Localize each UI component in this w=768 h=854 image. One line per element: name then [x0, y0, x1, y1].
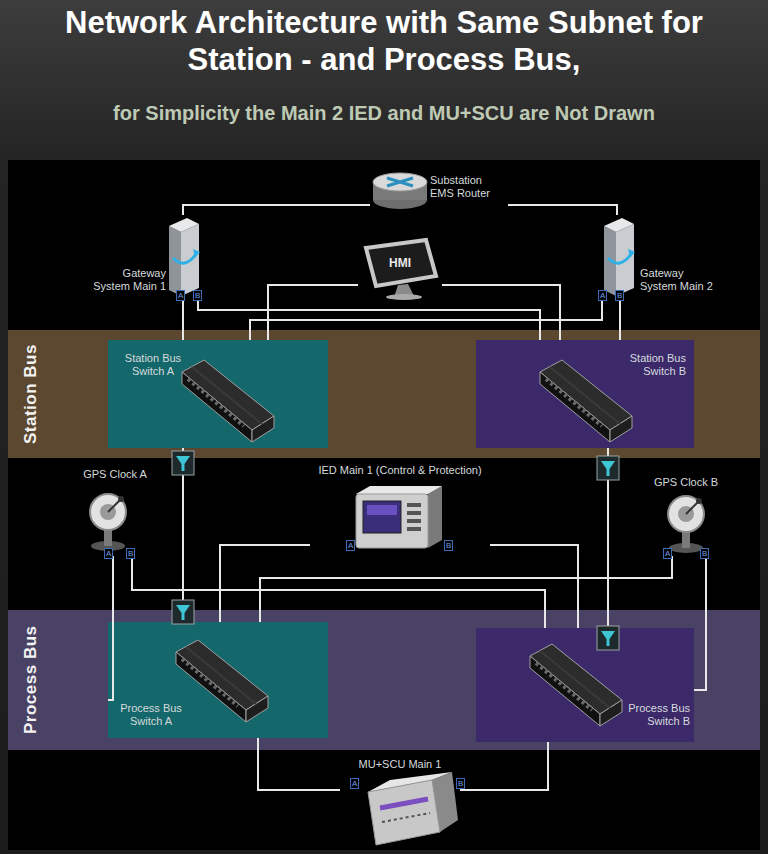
port-label: B — [615, 290, 624, 301]
icon-part — [367, 505, 397, 515]
icon-part — [387, 178, 413, 186]
port-label: B — [444, 540, 453, 551]
node-label: Substation EMS Router — [430, 174, 504, 200]
icon-part — [373, 191, 427, 209]
port-label: A — [663, 548, 672, 559]
router-node: Substation EMS Router — [370, 168, 508, 222]
bus-label: Process Bus — [14, 610, 48, 750]
switch-box: Station Bus Switch A — [108, 340, 328, 448]
icon-part — [368, 772, 452, 792]
node-label: MU+SCU Main 1 — [340, 758, 460, 771]
gps-symbol — [90, 494, 126, 551]
port-label: A — [346, 540, 355, 551]
node-label: GPS Clock A — [80, 468, 150, 481]
switch-box: Process Bus Switch A — [108, 622, 328, 738]
switch-symbol — [176, 640, 268, 722]
network-link — [132, 556, 545, 628]
gps-clock-node: GPS Clock A — [80, 466, 150, 556]
network-link — [490, 545, 578, 628]
network-link — [198, 300, 540, 340]
network-link — [508, 205, 617, 215]
network-link — [250, 300, 602, 340]
icon-part — [356, 494, 428, 548]
node-label: Process Bus Switch A — [116, 702, 186, 728]
icon-part — [428, 486, 442, 548]
gateway-symbol — [604, 218, 635, 296]
port-label: B — [126, 548, 135, 559]
port-label: A — [104, 548, 113, 559]
station-bus-band: Station Bus Station Bus Switch A Station B… — [8, 330, 760, 458]
router-symbol — [373, 173, 427, 209]
port-label: B — [456, 778, 465, 789]
network-link — [258, 738, 340, 790]
icon-part — [356, 486, 442, 494]
icon-part — [407, 511, 421, 515]
network-link — [442, 285, 560, 340]
network-link — [694, 556, 706, 690]
bus-label: Station Bus — [14, 330, 48, 458]
port-label: A — [350, 778, 359, 789]
network-link — [619, 300, 621, 340]
merging-unit-symbol — [368, 772, 458, 845]
icon-part — [407, 519, 421, 523]
filter-symbol — [597, 626, 619, 650]
icon-part — [373, 173, 427, 191]
icon-part — [373, 182, 427, 200]
icon-part — [380, 799, 428, 808]
icon-part — [386, 294, 422, 300]
network-link — [268, 285, 358, 340]
mu-node: MU+SCU Main 1 — [340, 756, 460, 850]
node-label: GPS Clock B — [650, 476, 722, 489]
switch-symbol — [540, 360, 632, 442]
title: Network Architecture with Same Subnet fo… — [34, 4, 734, 78]
port-label: A — [598, 290, 607, 301]
gateway-node: Gateway System Main 2 — [598, 215, 720, 300]
node-label: IED Main 1 (Control & Protection) — [310, 464, 490, 477]
icon-part — [366, 240, 436, 286]
filter-symbol — [172, 600, 194, 624]
filter-symbol — [172, 451, 194, 475]
filter-symbol — [597, 456, 619, 480]
icon-part — [363, 501, 401, 533]
icon-part — [368, 780, 440, 845]
network-link — [108, 556, 113, 700]
node-label: Station Bus Switch B — [616, 352, 686, 378]
gps-clock-node: GPS Clock B — [650, 474, 722, 556]
gps-symbol — [668, 496, 704, 553]
node-label: Gateway System Main 1 — [88, 267, 166, 293]
network-link — [607, 448, 609, 628]
process-bus-band: Process BusProcess Bus Switch A Process B… — [8, 610, 760, 750]
icon-part — [407, 503, 421, 507]
node-label: Gateway System Main 2 — [640, 267, 718, 293]
subtitle: for Simplicity the Main 2 IED and MU+SCU… — [10, 101, 758, 125]
icon-part — [432, 772, 458, 832]
switch-box: Station Bus Switch B — [476, 340, 694, 448]
switch-box: Process Bus Switch B — [476, 628, 694, 742]
port-label: B — [700, 548, 709, 559]
port-label: A — [176, 290, 185, 301]
port-label: B — [193, 290, 202, 301]
icon-part — [382, 813, 430, 822]
icon-part — [394, 284, 414, 297]
network-link — [183, 205, 370, 215]
network-link — [182, 300, 184, 340]
hmi-node: HMI — [358, 238, 442, 300]
node-label: HMI — [358, 256, 442, 270]
ied-node: IED Main 1 (Control & Protection) — [310, 462, 490, 550]
switch-symbol — [182, 360, 274, 442]
network-link — [460, 742, 548, 790]
network-link — [260, 556, 672, 622]
switch-symbol — [530, 644, 622, 726]
node-label: Process Bus Switch B — [624, 702, 690, 728]
network-link — [182, 448, 184, 622]
monitor-symbol — [366, 240, 436, 300]
node-label: Station Bus Switch A — [118, 352, 188, 378]
icon-part — [407, 527, 421, 531]
network-link — [220, 545, 310, 622]
ied-symbol — [356, 486, 442, 548]
gateway-node: Gateway System Main 1 — [88, 215, 204, 300]
gateway-symbol — [169, 218, 200, 296]
